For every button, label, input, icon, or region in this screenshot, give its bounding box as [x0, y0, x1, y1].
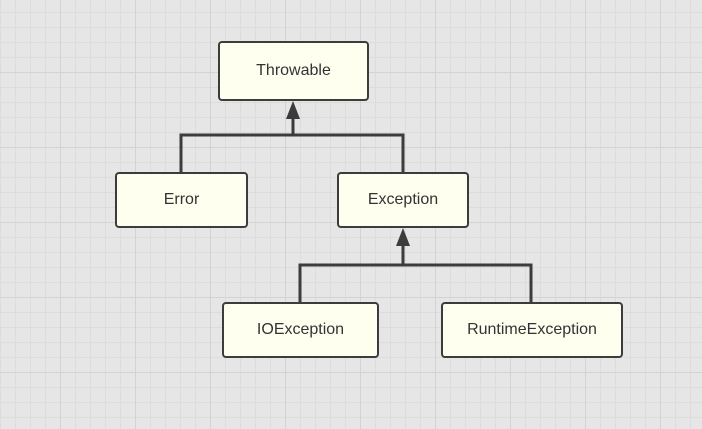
inheritance-edges-throwable [179, 118, 405, 172]
node-throwable-label: Throwable [256, 62, 331, 79]
arrowhead-throwable [286, 101, 300, 119]
node-ioexception-label: IOException [256, 321, 345, 338]
node-exception[interactable]: Exception [337, 172, 469, 228]
edge-runtimeexception-to-exception [403, 263, 533, 302]
inheritance-edges-exception [298, 246, 533, 302]
node-error-label: Error [163, 191, 200, 208]
edge-error-to-throwable [179, 118, 295, 172]
edge-ioexception-to-exception [298, 246, 405, 302]
arrowhead-exception [396, 228, 410, 246]
node-exception-label: Exception [367, 191, 439, 208]
node-throwable[interactable]: Throwable [218, 41, 369, 101]
node-error[interactable]: Error [115, 172, 248, 228]
node-ioexception[interactable]: IOException [222, 302, 379, 358]
edge-exception-to-throwable [293, 133, 405, 172]
node-runtimeexception[interactable]: RuntimeException [441, 302, 623, 358]
node-runtimeexception-label: RuntimeException [467, 321, 597, 338]
